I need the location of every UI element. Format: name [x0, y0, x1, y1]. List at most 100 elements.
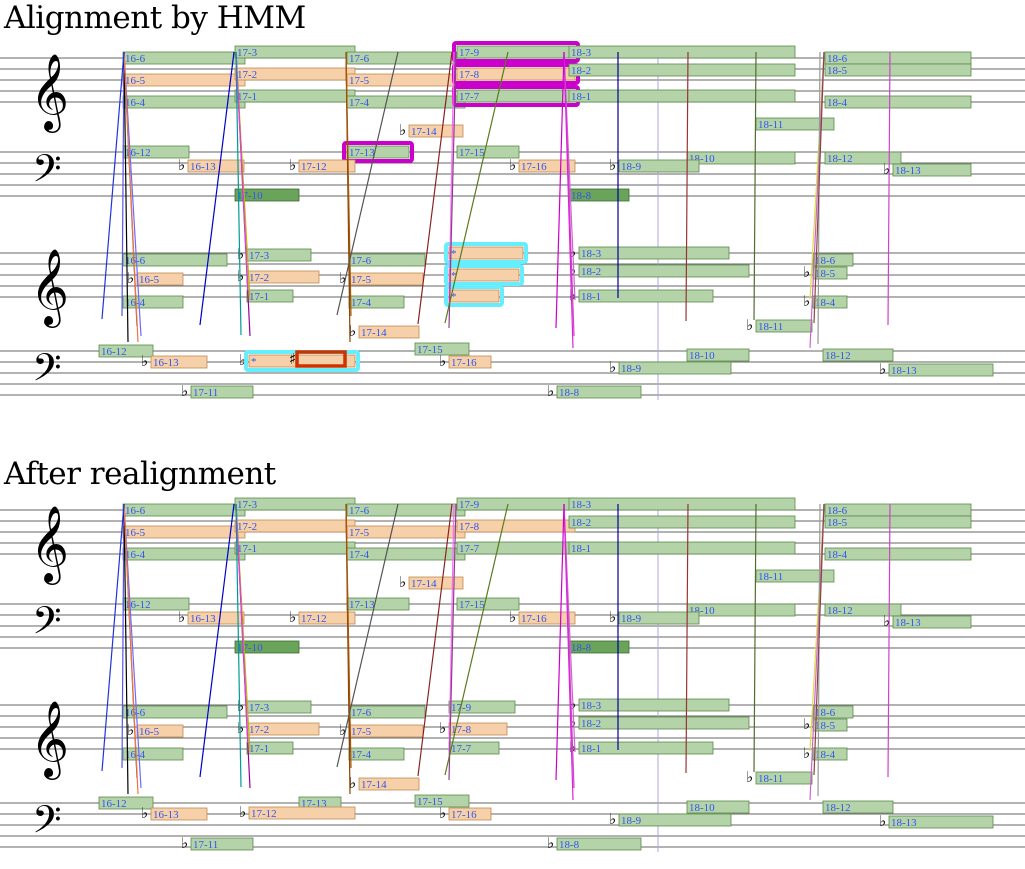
perf-note: 16-12: [98, 796, 154, 810]
flat-icon: ♭: [803, 744, 810, 762]
perf-note: ♭ 16-5: [127, 269, 184, 287]
perf-note: ♭18-11: [746, 768, 813, 786]
note-bar: [618, 159, 700, 173]
note-bar: [578, 289, 714, 303]
realigned-perf-bass-clef-icon: 𝄢: [32, 797, 62, 851]
ref-note: 16-6: [122, 51, 246, 65]
note-label: 17-7: [459, 543, 480, 555]
flat-icon: ♭: [399, 573, 406, 591]
note-bar: [686, 800, 750, 814]
realigned-ref-bass-clef-icon: 𝄢: [32, 598, 62, 652]
flat-icon: ♭: [439, 352, 446, 370]
ref-note: 18-8: [568, 188, 630, 202]
ref-note: 18-6: [824, 503, 972, 517]
flat-icon: ♭: [349, 322, 356, 340]
note-bar: [568, 497, 796, 511]
note-label: 17-3: [237, 47, 258, 59]
note-label: 18-13: [895, 617, 921, 629]
note-label: 16-6: [125, 255, 146, 267]
note-bar: [448, 246, 524, 260]
note-bar: [568, 89, 796, 103]
alignment-link: [444, 503, 509, 776]
note-bar: [822, 800, 894, 814]
alignment-link: [417, 503, 453, 777]
flat-icon: ♭: [239, 803, 246, 821]
note-bar: [892, 615, 972, 629]
sharp-icon: ♯: [289, 350, 296, 368]
note-bar: [248, 806, 356, 820]
note-label: 18-13: [895, 165, 921, 177]
note-label: 18-6: [815, 707, 836, 719]
ref-note: 16-6: [122, 503, 246, 517]
note-bar: [408, 124, 464, 138]
note-bar: [448, 700, 516, 714]
title-realigned: After realignment: [4, 456, 276, 492]
perf-note: 17-9: [448, 700, 516, 714]
note-label: 16-13: [190, 161, 216, 173]
note-label: 18-2: [571, 517, 591, 529]
note-label: 18-13: [891, 817, 917, 829]
note-bar: [234, 640, 300, 654]
perf-note: 16-4: [122, 747, 184, 761]
note-bar: [568, 63, 796, 77]
ref-note: ♭17-16: [509, 608, 576, 626]
note-label: *: [451, 291, 457, 303]
flat-icon: ♭: [141, 804, 148, 822]
note-label: 16-5: [139, 274, 160, 286]
note-bar: [824, 95, 972, 109]
note-label: 17-4: [349, 97, 370, 109]
note-label: 17-14: [411, 578, 437, 590]
flat-icon: ♭: [127, 721, 134, 739]
note-bar: [686, 348, 750, 362]
note-label: 17-1: [249, 291, 269, 303]
note-label: 18-8: [559, 839, 580, 851]
ref-note: ♭16-13: [178, 156, 245, 174]
flat-icon: ♭: [547, 834, 554, 852]
perf-note: ♭17-5: [339, 721, 424, 739]
alignment-link: [887, 51, 891, 326]
note-label: 17-6: [351, 255, 372, 267]
alignment-link: [235, 503, 249, 744]
note-bar: [618, 611, 700, 625]
ref-note: 18-12: [824, 151, 902, 165]
note-label: 18-3: [571, 499, 592, 511]
note-label: 17-4: [351, 749, 372, 761]
note-label: 17-2: [237, 521, 257, 533]
ref-note: 17-9: [452, 41, 580, 63]
note-label: 18-1: [581, 743, 601, 755]
note-label: 16-5: [125, 75, 146, 87]
hmm-perf-bass-clef-icon: 𝄢: [32, 345, 62, 399]
alignment-link: [101, 51, 125, 320]
alignment-link: [199, 503, 235, 778]
note-label: 17-8: [459, 521, 480, 533]
ref-note: 18-11: [755, 117, 835, 131]
flat-icon: ♭: [399, 121, 406, 139]
note-bar: [234, 188, 300, 202]
hmm-ref-bass-clef-icon: 𝄢: [32, 146, 62, 200]
note-bar: [122, 295, 184, 309]
alignment-link: [753, 503, 757, 773]
perf-note: 16-6: [122, 705, 228, 719]
ref-note: 18-2: [568, 63, 796, 77]
note-label: 18-3: [581, 248, 602, 260]
perf-note: 16-6: [122, 253, 228, 267]
note-label: *: [251, 356, 257, 368]
perf-note: ♭17-14: [349, 322, 420, 340]
alignment-link: [199, 51, 235, 326]
flat-icon: ♭: [141, 352, 148, 370]
note-label: 18-12: [825, 802, 851, 814]
note-label: 17-14: [361, 779, 387, 791]
alignment-link: [555, 503, 565, 781]
perf-note: ♭16-5: [127, 721, 184, 739]
ref-note: 18-5: [824, 515, 972, 529]
note-bar: [812, 295, 848, 309]
note-label: 18-4: [815, 749, 836, 761]
note-label: 18-11: [758, 773, 783, 785]
note-bar: [358, 325, 420, 339]
flat-icon: ♭: [127, 269, 134, 287]
flat-icon: ♭: [237, 697, 244, 715]
note-bar: [448, 355, 492, 369]
note-label: 16-12: [101, 346, 127, 358]
alignment-link: [753, 51, 757, 321]
ref-note: 18-12: [824, 603, 902, 617]
